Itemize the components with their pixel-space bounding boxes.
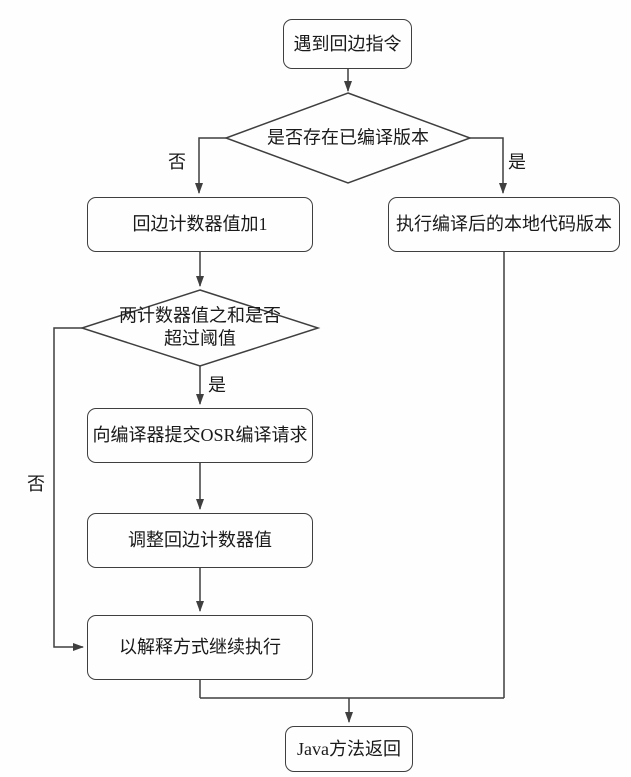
edge-decision2-no-loop xyxy=(53,327,84,651)
node-decision-compiled-label: 是否存在已编译版本 xyxy=(267,127,429,148)
edge-label-decision2-no: 否 xyxy=(27,474,45,494)
node-decision-threshold-label: 两计数器值之和是否 超过阈值 xyxy=(119,305,281,352)
node-increment-counter: 回边计数器值加1 xyxy=(87,197,313,252)
decision-threshold-line2: 超过阈值 xyxy=(164,329,236,349)
decision1-diamond xyxy=(223,92,473,184)
edge-label-decision2-yes: 是 xyxy=(208,375,226,395)
node-submit-osr: 向编译器提交OSR编译请求 xyxy=(87,408,313,463)
decision2-diamond xyxy=(79,289,321,367)
edge-label-decision1-yes: 是 xyxy=(508,152,526,172)
node-start: 遇到回边指令 xyxy=(283,19,412,69)
edge-decision1-no xyxy=(195,137,226,194)
node-adjust-counter: 调整回边计数器值 xyxy=(87,513,313,568)
node-execute-native: 执行编译后的本地代码版本 xyxy=(388,197,620,252)
edge-decision1-yes xyxy=(470,137,507,194)
decision-threshold-line1: 两计数器值之和是否 xyxy=(119,305,281,326)
edge-label-decision1-no: 否 xyxy=(168,152,186,172)
node-continue-interpret: 以解释方式继续执行 xyxy=(87,615,313,680)
node-java-return: Java方法返回 xyxy=(285,726,413,772)
